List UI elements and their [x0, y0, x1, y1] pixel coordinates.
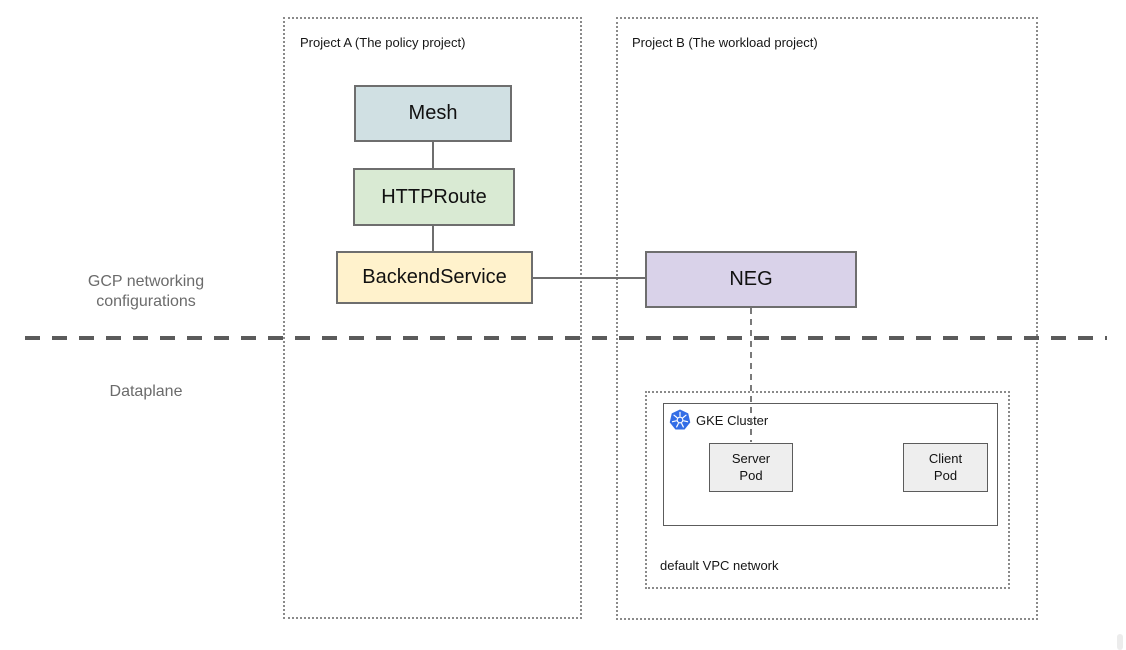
node-mesh: Mesh: [354, 85, 512, 142]
edge-mesh-httproute: [432, 142, 434, 168]
node-server-pod: Server Pod: [709, 443, 793, 492]
gke-cluster-header: GKE Cluster: [669, 409, 768, 431]
project-b-box: [616, 17, 1038, 620]
node-neg: NEG: [645, 251, 857, 308]
edge-neg-serverpod-dashed: [750, 308, 752, 442]
node-backendservice: BackendService: [336, 251, 533, 304]
project-a-box: [283, 17, 582, 619]
node-httproute-label: HTTPRoute: [381, 185, 487, 208]
edge-backendservice-neg: [533, 277, 645, 279]
vpc-network-label: default VPC network: [660, 558, 779, 573]
node-client-pod-label: Client Pod: [928, 451, 963, 483]
node-httproute: HTTPRoute: [353, 168, 515, 226]
node-server-pod-label: Server Pod: [731, 451, 771, 483]
node-backendservice-label: BackendService: [362, 266, 507, 288]
node-mesh-label: Mesh: [408, 102, 458, 124]
section-divider-dashed: [25, 336, 1107, 340]
scrollbar-fragment[interactable]: [1117, 634, 1123, 650]
project-b-label: Project B (The workload project): [632, 35, 818, 50]
gke-cluster-label: GKE Cluster: [696, 412, 769, 428]
node-client-pod: Client Pod: [903, 443, 988, 492]
project-a-label: Project A (The policy project): [300, 35, 466, 50]
vpc-network-box: [645, 391, 1010, 589]
edge-httproute-backendservice: [432, 226, 434, 251]
node-neg-label: NEG: [729, 268, 773, 290]
section-label-dataplane: Dataplane: [109, 383, 183, 400]
kubernetes-icon: [669, 409, 691, 430]
section-label-gcp-networking: GCP networking configurations: [87, 273, 205, 310]
